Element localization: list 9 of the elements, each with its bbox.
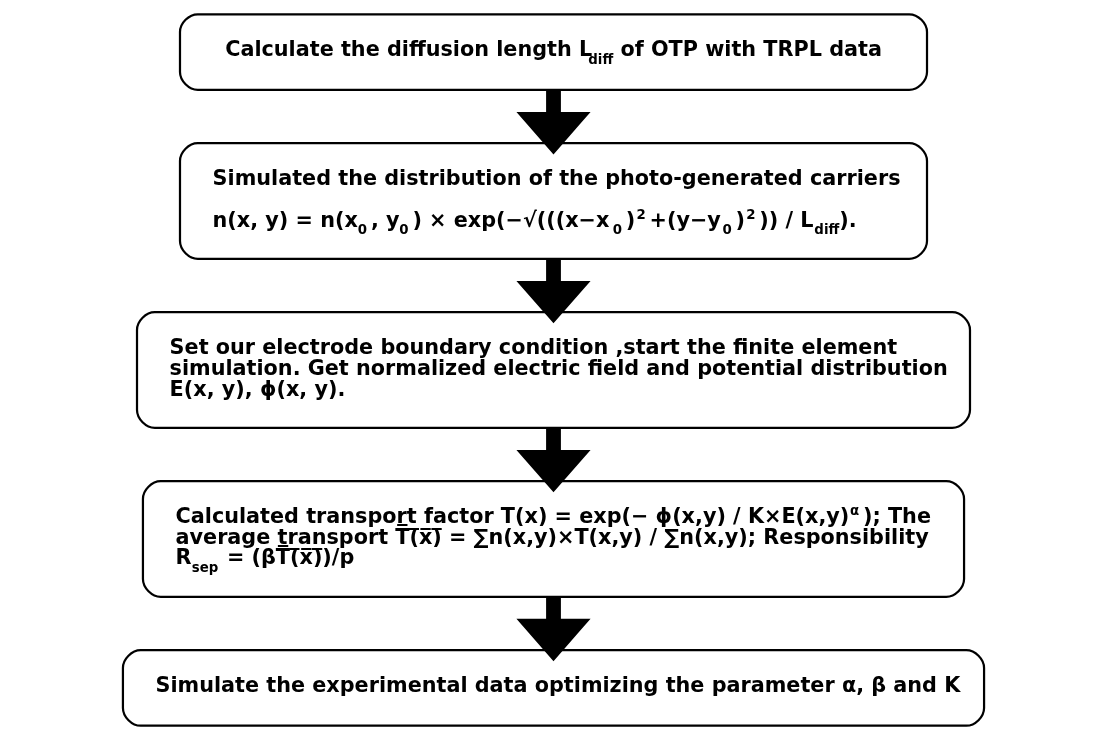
node-box: Calculated transport factor T(x) = exp(− ϕ(x,y) / K×E(x,y)$^{α}$); The average transport T̅(̅x̅)̅ = ∑n(x,y)×T(x,y) / ∑n(x,y); Responsibility R$_{sep}$ = (βT̅(̅x̅)̅)/p	[141, 480, 965, 598]
arrow	[515, 596, 591, 662]
arrow	[515, 90, 591, 155]
node-box: Simulate the experimental data optimizing the parameter α, β and K	[121, 649, 985, 727]
node-box: Calculate the diffusion length L$_{diff}$ of OTP with TRPL data	[178, 13, 928, 91]
arrow	[515, 259, 591, 324]
arrow	[515, 428, 591, 493]
node-box: Set our electrode boundary condition ,start the finite element simulation. Get normalized electric field and potential distribution E(x, y), ϕ(x, y).	[135, 311, 971, 429]
node-box: Simulated the distribution of the photo-generated carriers n(x, y) = n(x$_{0}$, y$_{0}$) × exp(−√(((x−x$_{0}$)$^{2}$+(y−y$_{0}$)$^{2}$)) / L$_{diff}$).	[178, 142, 928, 260]
